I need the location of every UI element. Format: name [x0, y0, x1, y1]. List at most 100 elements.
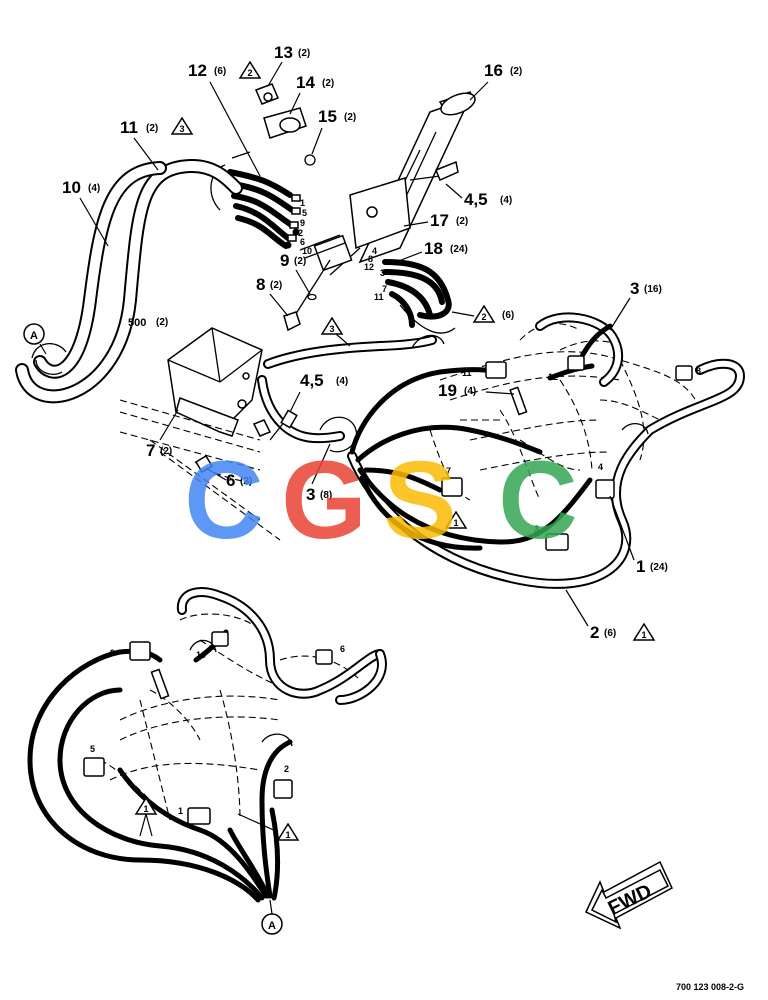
svg-text:(8): (8) [320, 490, 332, 501]
svg-text:4,5: 4,5 [300, 371, 324, 390]
callout-3-upper: 3 (16) [609, 279, 662, 331]
note-flag-1-lower-a: 1 [134, 796, 158, 837]
svg-text:1: 1 [453, 518, 458, 528]
svg-text:(2): (2) [322, 78, 334, 89]
bolt-4-5-lower [269, 409, 298, 441]
svg-text:(2): (2) [156, 317, 168, 328]
hose-bundle-lower [27, 629, 293, 903]
svg-text:2: 2 [284, 764, 289, 774]
callout-2: 2 (6) 1 [565, 589, 656, 642]
note-2-hoses: 2 (6) [451, 304, 514, 323]
svg-text:(2): (2) [294, 256, 306, 267]
svg-text:3: 3 [329, 324, 334, 334]
svg-text:10: 10 [62, 178, 81, 197]
watermark-letter-c1: C [184, 439, 263, 562]
hose-10-11 [15, 159, 243, 404]
svg-text:9: 9 [300, 218, 305, 228]
svg-text:1: 1 [300, 198, 305, 208]
connector-ref-a-top: A [23, 323, 47, 355]
callout-1: 1 (24) [609, 495, 668, 576]
svg-text:A: A [268, 920, 276, 932]
callout-4-5-lower: 4,5 (4) [289, 371, 348, 413]
svg-text:12: 12 [548, 372, 558, 382]
svg-text:(4): (4) [336, 376, 348, 387]
svg-text:19: 19 [438, 381, 457, 400]
svg-text:A: A [30, 330, 38, 342]
svg-text:11: 11 [374, 292, 384, 302]
svg-text:(4): (4) [500, 195, 512, 206]
coupling-6 [194, 419, 272, 474]
svg-text:500: 500 [128, 317, 146, 329]
svg-text:5: 5 [90, 744, 95, 754]
forward-direction-arrow: FWD [585, 860, 673, 930]
svg-text:3: 3 [306, 485, 315, 504]
svg-text:5: 5 [302, 208, 307, 218]
svg-text:7: 7 [146, 441, 155, 460]
svg-text:4,5: 4,5 [464, 190, 488, 209]
svg-text:7: 7 [382, 284, 387, 294]
svg-text:(24): (24) [650, 562, 668, 573]
svg-text:7: 7 [446, 466, 451, 476]
svg-text:(2): (2) [298, 48, 310, 59]
svg-text:15: 15 [318, 107, 337, 126]
svg-text:1: 1 [641, 630, 646, 640]
hose-bundle-18 [382, 259, 456, 334]
connector-ref-a-bottom: A [261, 899, 283, 935]
svg-text:17: 17 [430, 211, 449, 230]
svg-text:(2): (2) [510, 66, 522, 77]
svg-text:13: 13 [274, 43, 293, 62]
svg-text:10: 10 [302, 246, 312, 256]
brake-units-lower [83, 631, 333, 825]
hose-bundle-12 [210, 151, 295, 249]
svg-text:10: 10 [196, 650, 206, 660]
svg-text:8: 8 [696, 366, 701, 376]
svg-text:(2): (2) [240, 476, 252, 487]
label-500: 500 (2) [128, 317, 168, 329]
svg-text:9: 9 [110, 648, 115, 658]
washer-9 [307, 293, 317, 301]
callout-9: 9 (2) [280, 251, 311, 295]
svg-text:(2): (2) [456, 216, 468, 227]
svg-text:(6): (6) [214, 66, 226, 77]
watermark-letter-c2: C [498, 439, 577, 562]
callout-10: 10 (4) [62, 178, 109, 247]
svg-text:(24): (24) [450, 244, 468, 255]
watermark-letter-s: S [383, 439, 456, 562]
svg-text:3: 3 [380, 268, 385, 278]
callout-7: 7 (2) [146, 409, 179, 460]
svg-text:11: 11 [462, 368, 472, 378]
svg-text:2: 2 [298, 228, 303, 238]
svg-text:6: 6 [340, 644, 345, 654]
fitting-14 [263, 107, 307, 139]
frame-dashed-lines [119, 399, 281, 541]
callout-14: 14 (2) [289, 73, 334, 115]
svg-text:6: 6 [300, 237, 305, 247]
svg-text:1: 1 [143, 804, 148, 814]
callout-3-lower: 3 (8) [306, 443, 332, 504]
svg-text:2: 2 [590, 623, 599, 642]
callout-12: 12 (6) 2 [188, 60, 262, 177]
svg-text:(4): (4) [88, 183, 100, 194]
callout-15: 15 (2) [311, 107, 356, 155]
callout-4-5-upper: 4,5 (4) [445, 183, 512, 209]
o-ring-15 [304, 154, 316, 166]
svg-text:(4): (4) [464, 386, 476, 397]
svg-text:12: 12 [364, 262, 374, 272]
cylinder-assembly [299, 91, 476, 276]
hose-2 [347, 312, 745, 589]
svg-text:2: 2 [481, 312, 486, 322]
svg-text:(6): (6) [502, 310, 514, 321]
svg-text:3: 3 [630, 279, 639, 298]
callout-11: 11 (2) 3 [120, 116, 194, 171]
svg-text:(6): (6) [604, 628, 616, 639]
drawing-number: 700 123 008-2-G [676, 982, 744, 992]
manifold-fittings-top [284, 194, 301, 249]
svg-text:11: 11 [120, 118, 138, 137]
svg-text:8: 8 [368, 254, 373, 264]
svg-text:16: 16 [484, 61, 503, 80]
watermark-cgsc: C G S C [184, 439, 577, 562]
svg-text:(2): (2) [160, 446, 172, 457]
svg-text:8: 8 [256, 275, 265, 294]
callout-19: 19 (4) [438, 381, 515, 400]
